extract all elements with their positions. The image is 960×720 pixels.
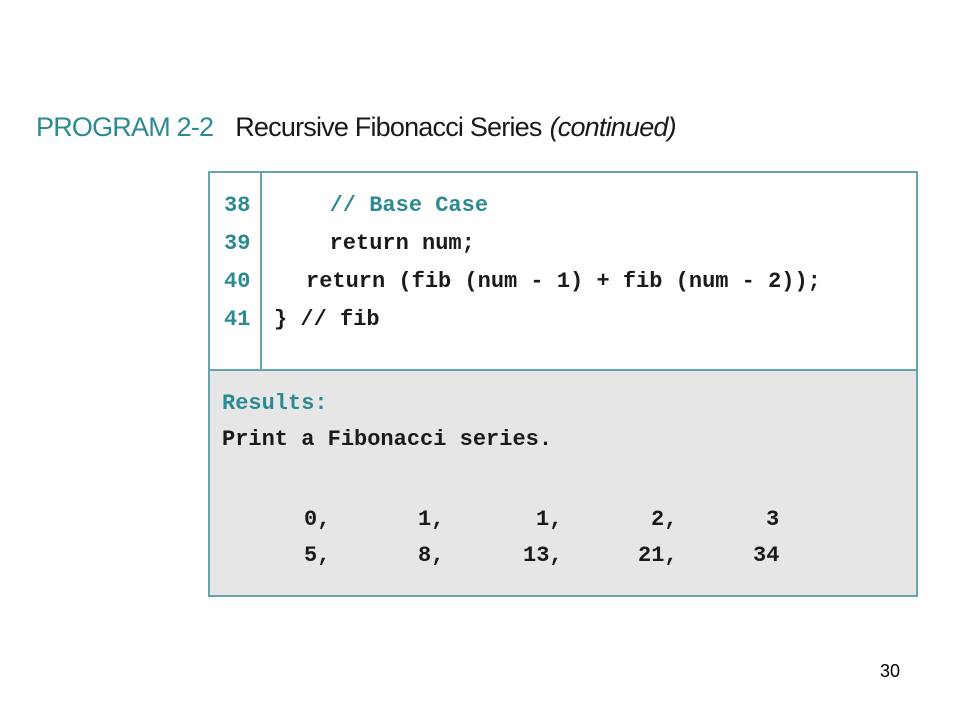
program-label: PROGRAM 2-2 bbox=[36, 112, 214, 142]
program-subtitle: (continued) bbox=[549, 112, 677, 142]
code-line-38: // Base Case bbox=[290, 193, 489, 218]
code-line-41: } // fib bbox=[274, 307, 380, 332]
results-label: Results: bbox=[222, 391, 328, 416]
results-output-line: Print a Fibonacci series. bbox=[222, 427, 553, 452]
fib-value: 1, bbox=[536, 507, 563, 532]
code-section: 38 39 40 41 // Base Case return num; ret… bbox=[210, 173, 916, 371]
line-number-gutter: 38 39 40 41 bbox=[210, 173, 262, 369]
line-number-38: 38 bbox=[224, 193, 251, 218]
code-line-40: return (fib (num - 1) + fib (num - 2)); bbox=[306, 269, 821, 294]
fib-value: 1, bbox=[418, 507, 445, 532]
fib-value: 5, bbox=[304, 543, 331, 568]
line-number-39: 39 bbox=[224, 231, 251, 256]
program-title: Recursive Fibonacci Series bbox=[235, 112, 542, 142]
fib-value: 21, bbox=[638, 543, 678, 568]
fib-value: 13, bbox=[523, 543, 563, 568]
fib-value: 34 bbox=[753, 543, 780, 568]
line-number-41: 41 bbox=[224, 307, 251, 332]
results-section: Results: Print a Fibonacci series. 0, 1,… bbox=[210, 371, 916, 595]
fib-value: 3 bbox=[766, 507, 780, 532]
fib-value: 8, bbox=[418, 543, 445, 568]
page-number: 30 bbox=[880, 661, 901, 681]
program-listing-box: 38 39 40 41 // Base Case return num; ret… bbox=[208, 171, 918, 597]
code-line-39: return num; bbox=[290, 231, 475, 256]
program-heading: PROGRAM 2-2 Recursive Fibonacci Series (… bbox=[36, 112, 677, 156]
fib-value: 0, bbox=[304, 507, 331, 532]
line-number-40: 40 bbox=[224, 269, 251, 294]
fib-value: 2, bbox=[651, 507, 678, 532]
